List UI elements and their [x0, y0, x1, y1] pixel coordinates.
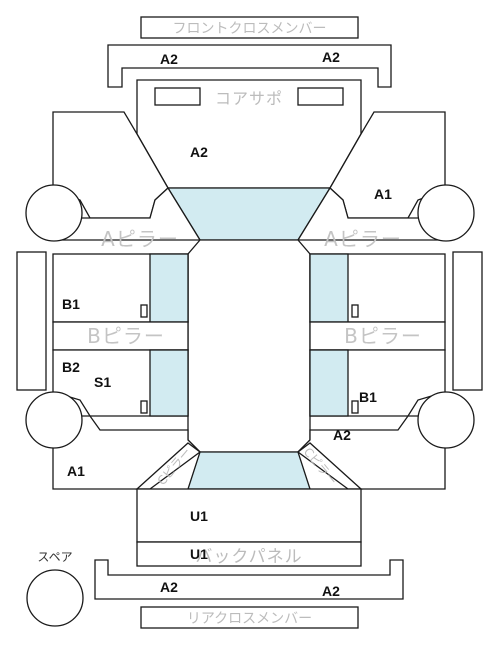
code-back-panel: U1	[190, 546, 208, 562]
a-pillar-right-label: Aピラー	[324, 227, 402, 251]
a-pillar-left-label: Aピラー	[101, 227, 179, 251]
left-rear-door-handle[interactable]	[140, 400, 148, 414]
front-cross-member-box[interactable]	[140, 16, 359, 39]
roof[interactable]	[187, 239, 311, 453]
right-front-wheel[interactable]	[417, 184, 475, 242]
trunk-lid[interactable]	[136, 488, 362, 543]
rear-cross-member-box[interactable]	[140, 606, 359, 629]
right-front-window[interactable]	[309, 253, 349, 323]
b-pillar-left[interactable]	[52, 321, 189, 351]
front-member-bracket[interactable]	[107, 44, 392, 88]
code-trunk: U1	[190, 508, 208, 524]
left-rocker-panel[interactable]	[16, 251, 47, 391]
left-front-window[interactable]	[149, 253, 189, 323]
b-pillar-right[interactable]	[309, 321, 446, 351]
left-front-wheel[interactable]	[25, 184, 83, 242]
right-headlight[interactable]	[297, 87, 344, 106]
core-support-label: コアサポ	[215, 89, 283, 108]
b-pillar-right-label: Bピラー	[344, 324, 422, 348]
right-front-door-handle[interactable]	[351, 304, 359, 318]
code-left-front-door: B1	[62, 296, 80, 312]
code-right-rear-door: B1	[359, 389, 377, 405]
code-front-member-right: A2	[322, 49, 340, 65]
spare-tire[interactable]	[26, 569, 84, 627]
code-front-member-left: A2	[160, 51, 178, 67]
rear-cross-member-label: リアクロスメンバー	[187, 611, 312, 627]
back-panel[interactable]	[136, 541, 362, 567]
code-right-rear-quarter: A2	[333, 427, 351, 443]
left-front-door-handle[interactable]	[140, 304, 148, 318]
back-panel-label: バックパネル	[195, 547, 302, 567]
right-rear-door-handle[interactable]	[351, 400, 359, 414]
spare-label: スペア	[37, 550, 72, 564]
b-pillar-left-label: Bピラー	[87, 324, 165, 348]
left-rear-wheel[interactable]	[25, 391, 83, 449]
code-rear-member-left: A2	[160, 579, 178, 595]
code-left-rear-door: B2	[62, 359, 80, 375]
code-left-rocker: S1	[94, 374, 111, 390]
front-cross-member-label: フロントクロスメンバー	[173, 21, 327, 37]
right-rear-wheel[interactable]	[417, 391, 475, 449]
left-headlight[interactable]	[154, 87, 201, 106]
rear-member-bracket[interactable]	[94, 559, 404, 600]
right-rocker-panel[interactable]	[452, 251, 483, 391]
code-hood: A2	[190, 144, 208, 160]
left-rear-window[interactable]	[149, 349, 189, 417]
rear-window[interactable]	[187, 451, 311, 490]
code-left-rear-quarter: A1	[67, 463, 85, 479]
code-rear-member-right: A2	[322, 583, 340, 599]
right-rear-window[interactable]	[309, 349, 349, 417]
code-right-fender: A1	[374, 186, 392, 202]
